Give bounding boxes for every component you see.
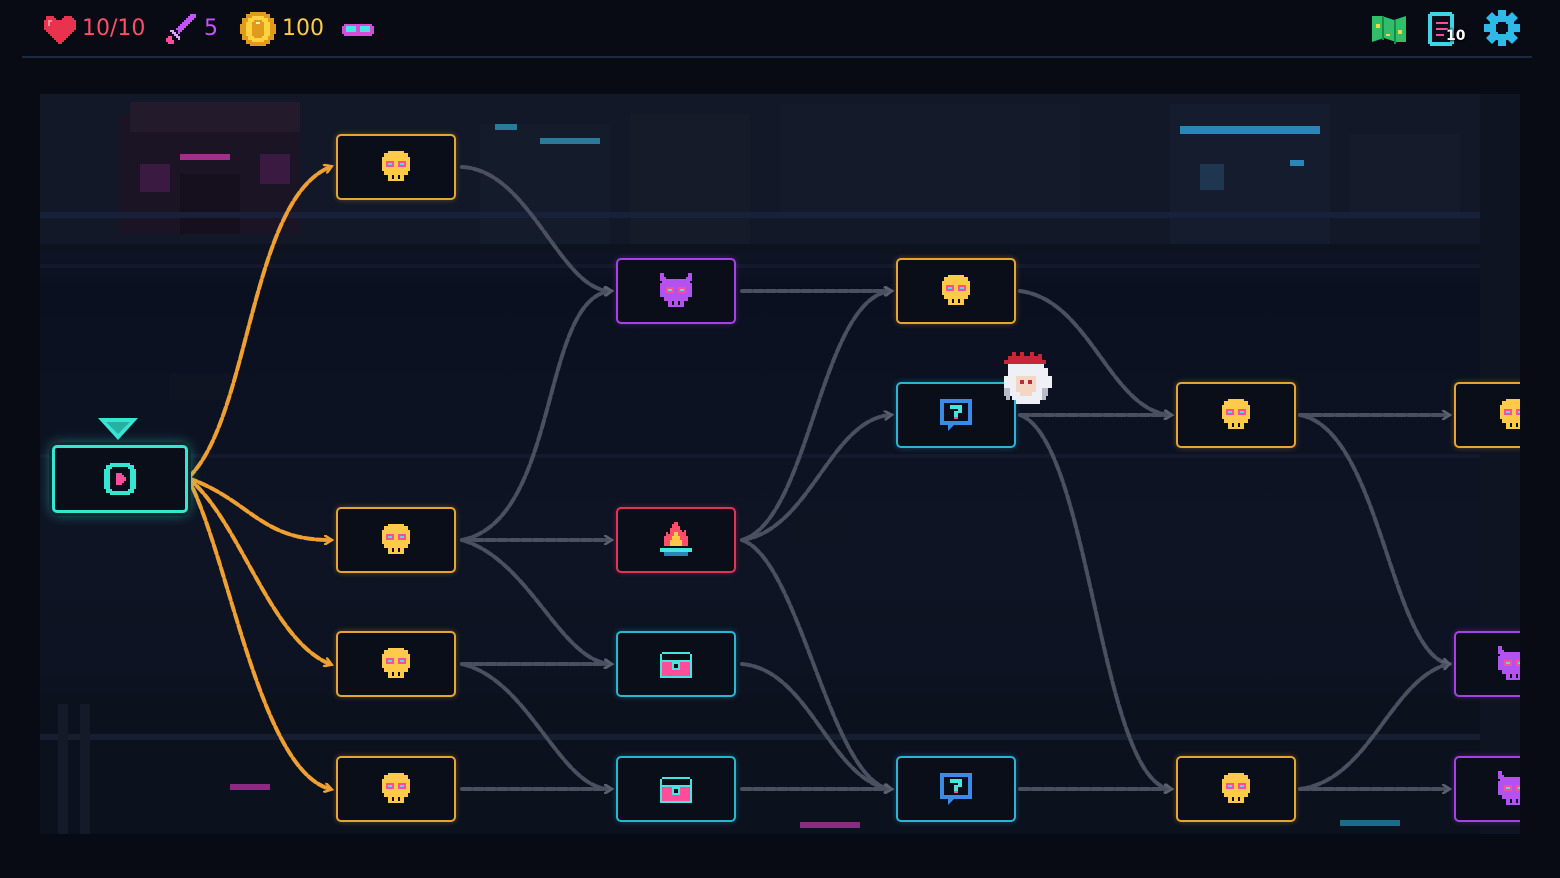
horned-skull-icon	[660, 273, 692, 307]
campfire-icon	[660, 522, 692, 556]
question-bubble-icon	[940, 399, 972, 431]
skull-icon	[382, 524, 410, 554]
map-node-chest[interactable]	[616, 756, 736, 822]
coin-icon	[240, 12, 276, 46]
attack-stat: 5	[164, 12, 218, 46]
map-icon	[1372, 16, 1406, 44]
deck-count: 10	[1446, 28, 1466, 44]
map-node-enemy[interactable]	[896, 258, 1016, 324]
map-node-enemy[interactable]	[336, 134, 456, 200]
settings-button[interactable]	[1484, 10, 1522, 48]
skull-icon	[382, 151, 410, 181]
skull-icon	[382, 773, 410, 803]
map-node-elite[interactable]	[616, 258, 736, 324]
inactive-paths	[460, 165, 1448, 789]
current-position-marker	[98, 418, 138, 440]
map-node-chest[interactable]	[616, 631, 736, 697]
skull-icon	[942, 275, 970, 305]
map-node-elite[interactable]	[1454, 756, 1520, 822]
map-node-enemy[interactable]	[1176, 382, 1296, 448]
gold-stat: 100	[240, 12, 324, 46]
horned-skull-icon	[1498, 771, 1520, 805]
map-node-rest[interactable]	[616, 507, 736, 573]
skull-icon	[1222, 773, 1250, 803]
skull-icon	[382, 648, 410, 678]
city-backdrop	[40, 94, 1520, 834]
gold-value: 100	[282, 16, 324, 41]
sword-icon	[166, 14, 196, 44]
treasure-chest-icon	[660, 652, 692, 678]
map-node-event[interactable]	[896, 382, 1016, 448]
skull-icon	[1500, 399, 1520, 429]
active-paths	[186, 167, 330, 789]
deck-icon	[1428, 12, 1454, 46]
map-paths	[186, 94, 1520, 834]
gear-icon	[1484, 10, 1520, 46]
question-bubble-icon	[940, 773, 972, 805]
run-map	[40, 94, 1520, 834]
relic-slot[interactable]	[342, 18, 374, 42]
map-button[interactable]	[1370, 10, 1408, 48]
player-avatar	[1004, 352, 1052, 404]
hp-value: 10/10	[82, 16, 146, 41]
horned-skull-icon	[1498, 646, 1520, 680]
map-node-enemy[interactable]	[336, 507, 456, 573]
hp-stat: 10/10	[42, 12, 145, 46]
map-node-elite[interactable]	[1454, 631, 1520, 697]
map-node-event[interactable]	[896, 756, 1016, 822]
heart-icon	[44, 16, 76, 44]
portal-icon	[104, 463, 136, 495]
map-node-enemy[interactable]	[1176, 756, 1296, 822]
deck-button[interactable]: 10	[1426, 10, 1466, 48]
top-hud: 10/10 5 100	[22, 0, 1532, 58]
map-node-enemy[interactable]	[336, 631, 456, 697]
map-node-enemy[interactable]	[336, 756, 456, 822]
treasure-chest-icon	[660, 777, 692, 803]
skull-icon	[1222, 399, 1250, 429]
goggles-icon	[342, 24, 374, 36]
attack-value: 5	[204, 16, 218, 41]
map-node-start[interactable]	[52, 445, 188, 513]
map-node-enemy[interactable]	[1454, 382, 1520, 448]
